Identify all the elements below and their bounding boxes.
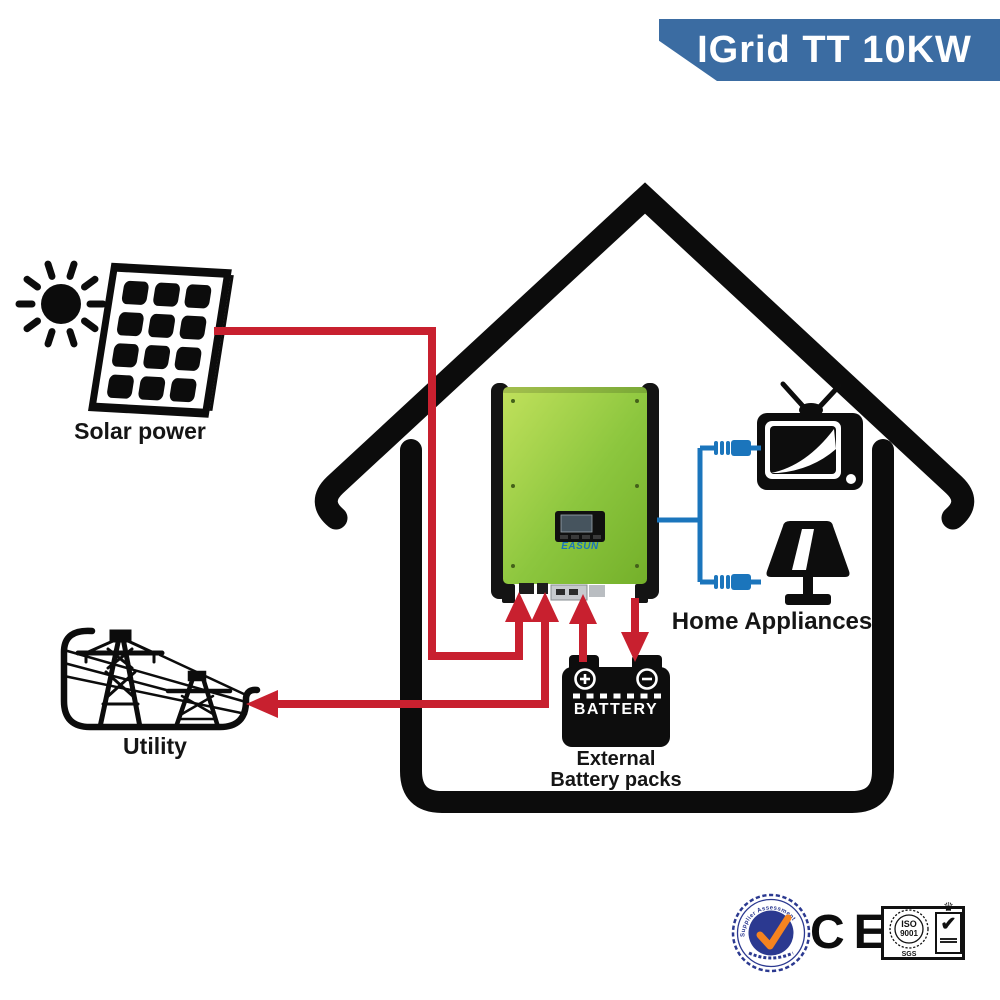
iso-number-text: 9001 — [900, 929, 918, 938]
ukas-check-panel: ♛ ✔ — [935, 901, 962, 954]
ce-mark: CE — [810, 906, 895, 959]
utility-label: Utility — [123, 733, 187, 759]
battery-plus-icon — [574, 668, 596, 690]
battery-icon — [562, 655, 670, 747]
sun-icon — [15, 260, 107, 348]
utility-icon — [60, 627, 261, 731]
badge-check-icon — [756, 914, 792, 950]
sgs-text: SGS — [902, 951, 917, 958]
wiring-arrowheads — [246, 592, 649, 718]
iso-9001-badge: ISO 9001 SGS ♛ ✔ — [881, 901, 965, 960]
solar-panel-icon — [88, 262, 234, 418]
iso-fineprint-bar — [940, 937, 957, 940]
inverter-bottom-connectors — [502, 583, 648, 603]
house-outline — [314, 182, 975, 813]
plug-icon-bottom — [714, 574, 751, 590]
battery-caption: External Battery packs — [506, 749, 726, 791]
supplier-assessment-badge: Supplier Assessment — [731, 893, 811, 973]
inverter-brand-logo: EASUN — [561, 541, 599, 552]
home-appliances-label: Home Appliances — [671, 608, 873, 635]
power-wiring — [214, 327, 639, 708]
plug-icon-top — [714, 440, 751, 456]
battery-caption-line1: External — [576, 748, 656, 770]
crown-icon: ♛ — [943, 900, 954, 914]
solar-power-label: Solar power — [74, 418, 206, 444]
iso-check-icon: ✔ — [940, 914, 957, 935]
battery-text: BATTERY — [573, 701, 659, 718]
iso-text: ISO — [901, 919, 917, 929]
inverter-icon — [491, 383, 659, 603]
battery-minus-icon — [636, 668, 658, 690]
inverter-display — [555, 511, 605, 542]
battery-caption-line2: Battery packs — [550, 769, 682, 791]
appliance-wiring — [657, 445, 761, 585]
lamp-icon — [766, 521, 850, 605]
product-banner: IGrid TT 10KW — [659, 19, 1000, 81]
tv-icon — [757, 381, 863, 490]
iso-emblem: ISO 9001 SGS — [889, 909, 929, 958]
iso-fineprint-bar — [940, 941, 957, 943]
